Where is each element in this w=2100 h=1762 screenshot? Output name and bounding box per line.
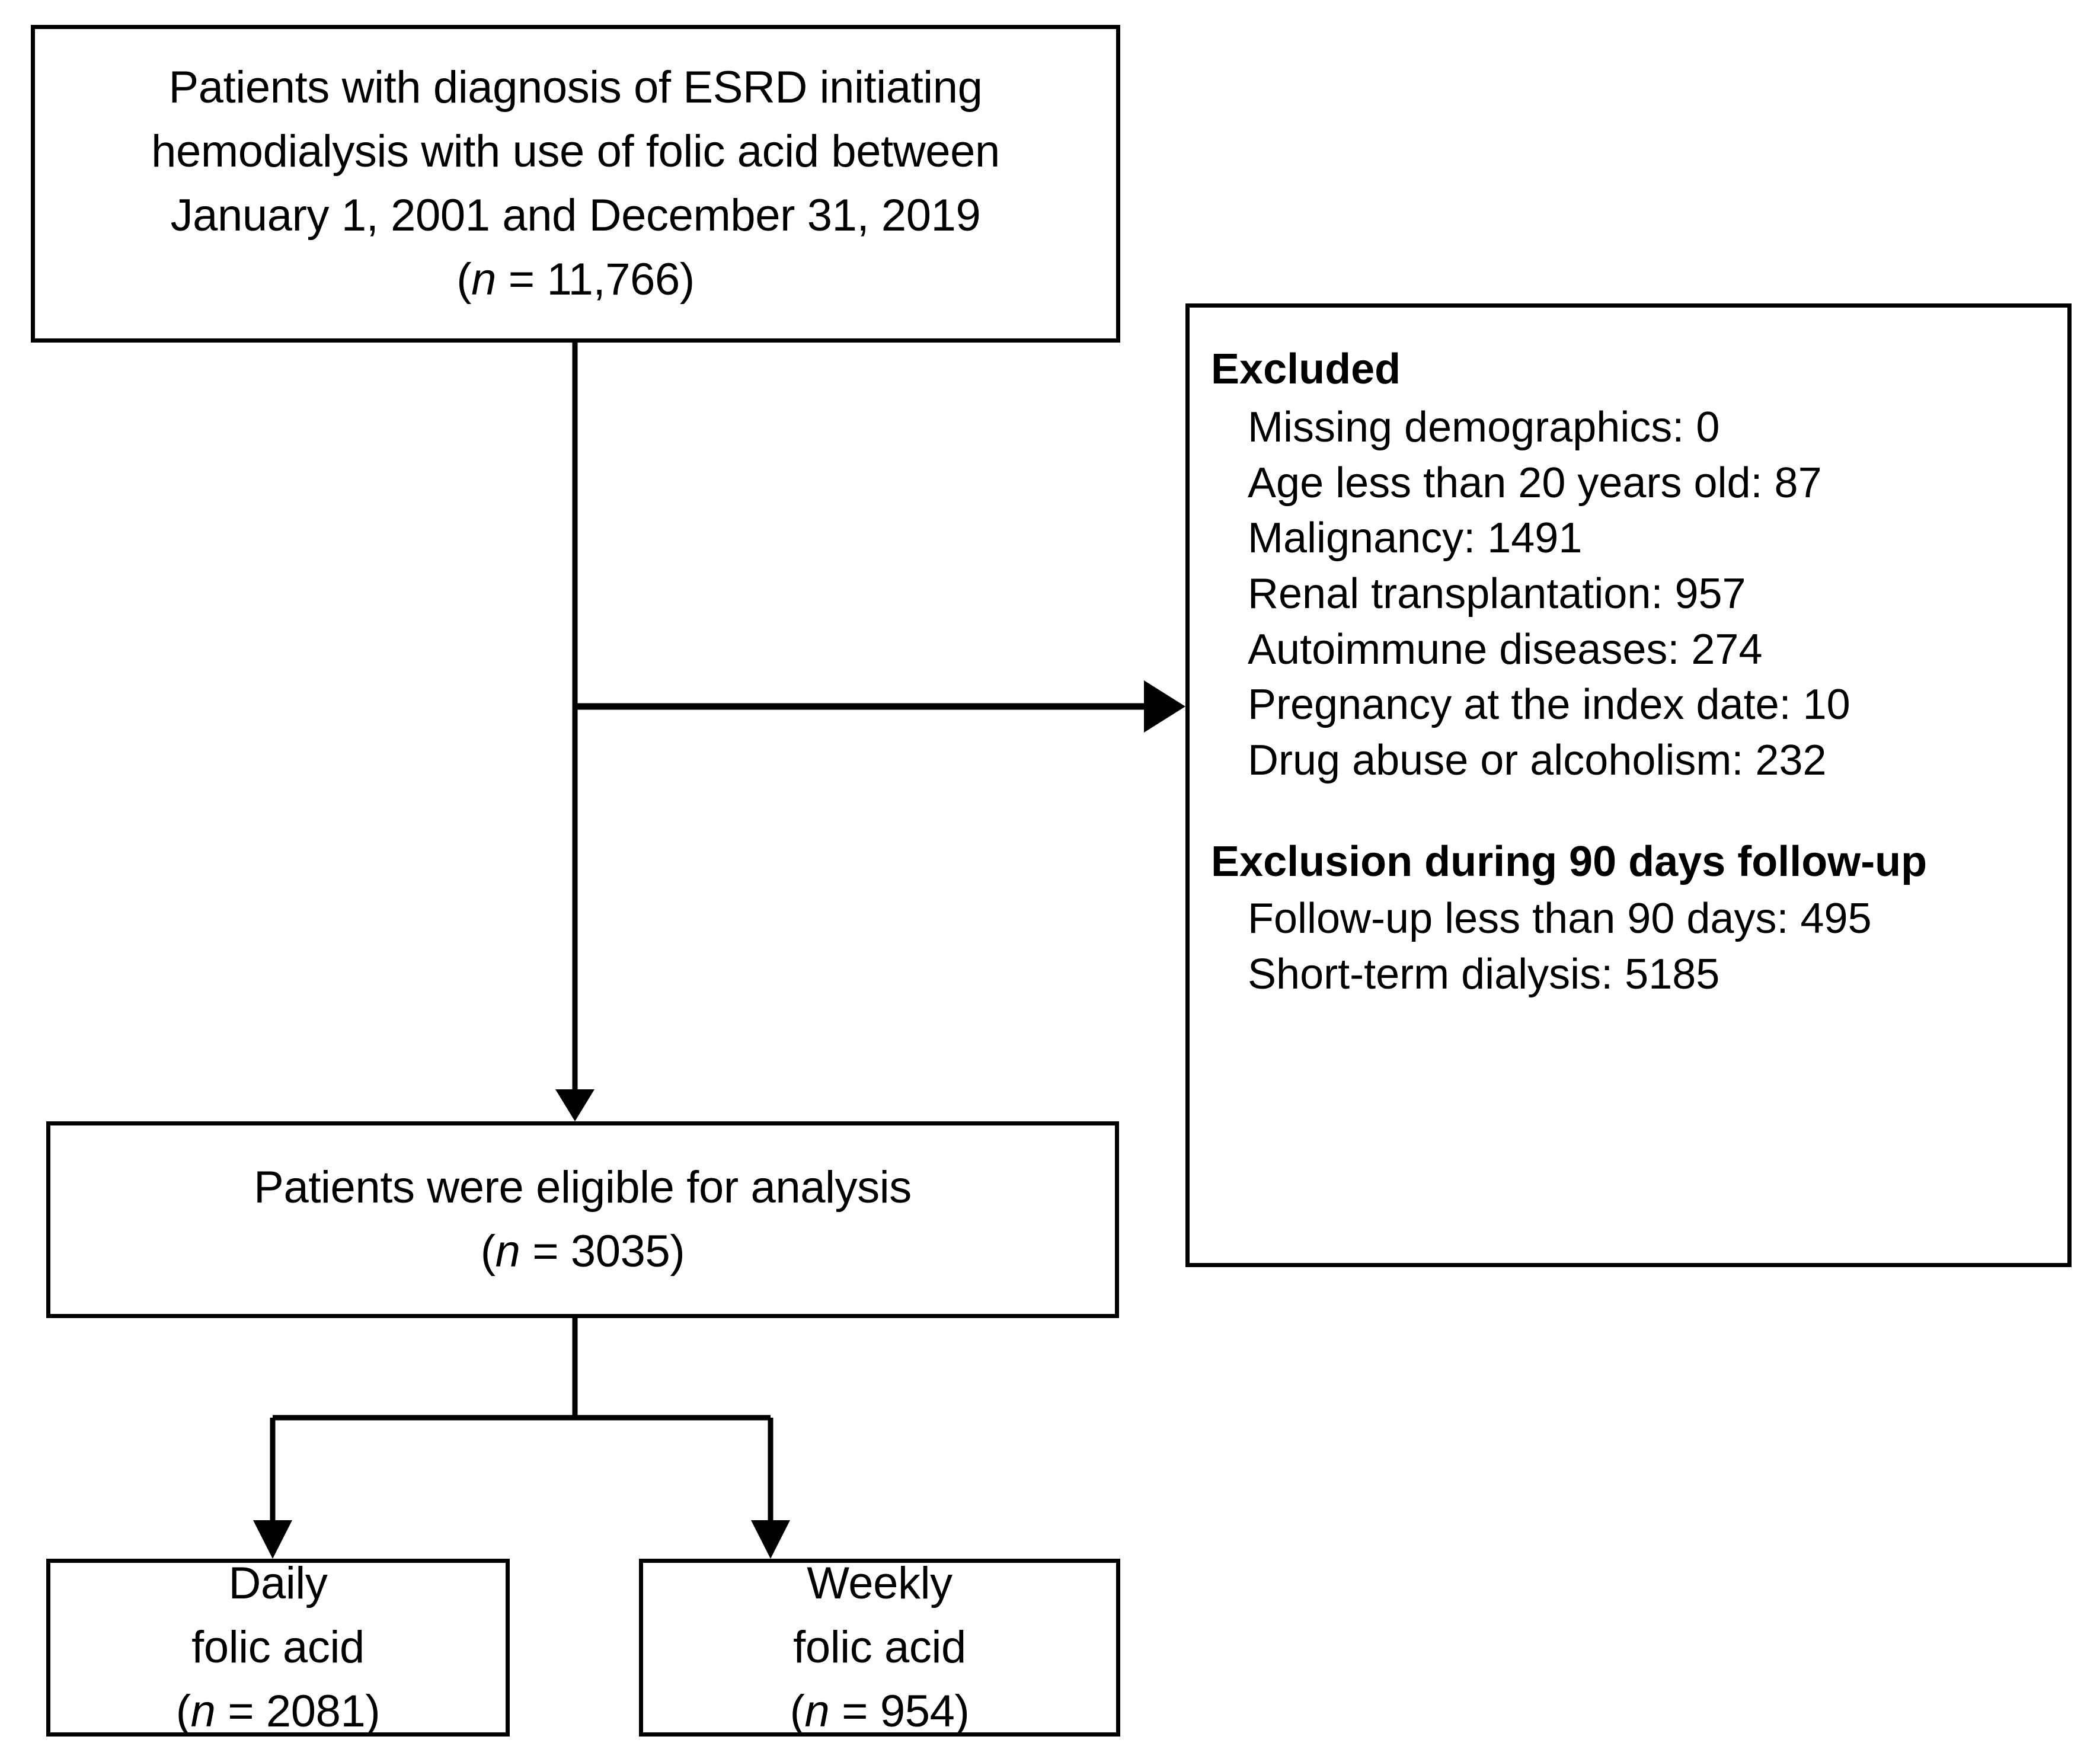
excluded-box: Excluded Missing demographics: 0 Age les… xyxy=(1185,303,2072,1267)
excluded-item-drug-abuse-alcoholism: Drug abuse or alcoholism: 232 xyxy=(1248,736,1827,784)
cohort-n-eq: = xyxy=(496,254,547,305)
weekly-box-line-2: folic acid xyxy=(793,1622,966,1673)
weekly-n-eq: = xyxy=(829,1686,880,1737)
eligible-n-symbol: n xyxy=(495,1226,520,1277)
cohort-box-line-1: Patients with diagnosis of ESRD initiati… xyxy=(168,62,983,113)
excluded-section-spacer xyxy=(1211,788,2044,834)
daily-box-line-1: Daily xyxy=(228,1558,328,1609)
weekly-box-line-1: Weekly xyxy=(807,1558,952,1609)
eligible-n-prefix: ( xyxy=(480,1226,496,1277)
eligible-box-count: (n = 3035) xyxy=(50,1220,1115,1284)
eligible-n-eq: = xyxy=(520,1226,571,1277)
weekly-n-prefix: ( xyxy=(790,1686,805,1737)
eligible-n-suffix: ) xyxy=(670,1226,685,1277)
excluded-item-renal-transplantation: Renal transplantation: 957 xyxy=(1248,570,1746,618)
weekly-folic-acid-box: Weekly folic acid (n = 954) xyxy=(639,1558,1120,1737)
excluded-item-followup-under-90-days: Follow-up less than 90 days: 495 xyxy=(1248,895,1872,943)
cohort-box-count: (n = 11,766) xyxy=(46,248,1105,312)
weekly-n-symbol: n xyxy=(804,1686,830,1737)
weekly-n-suffix: ) xyxy=(954,1686,970,1737)
excluded-item-pregnancy: Pregnancy at the index date: 10 xyxy=(1248,681,1850,729)
daily-n-eq: = xyxy=(215,1686,266,1737)
excluded-item-short-term-dialysis: Short-term dialysis: 5185 xyxy=(1248,951,1720,999)
excluded-item-missing-demographics: Missing demographics: 0 xyxy=(1248,404,1720,452)
cohort-n-value: 11,766 xyxy=(546,254,680,305)
cohort-box-line-2: hemodialysis with use of folic acid betw… xyxy=(151,126,1000,177)
eligible-box: Patients were eligible for analysis (n =… xyxy=(46,1121,1119,1318)
arrowhead-into-excluded-box xyxy=(1144,680,1185,733)
excluded-item-malignancy: Malignancy: 1491 xyxy=(1248,514,1583,562)
cohort-box: Patients with diagnosis of ESRD initiati… xyxy=(31,25,1120,343)
cohort-n-suffix: ) xyxy=(679,254,695,305)
eligible-box-line-1: Patients were eligible for analysis xyxy=(254,1162,912,1213)
daily-box-count: (n = 2081) xyxy=(50,1680,506,1744)
daily-folic-acid-box: Daily folic acid (n = 2081) xyxy=(46,1558,510,1737)
eligible-n-value: 3035 xyxy=(570,1226,670,1277)
cohort-n-prefix: ( xyxy=(456,254,472,305)
weekly-n-value: 954 xyxy=(880,1686,955,1737)
daily-n-symbol: n xyxy=(190,1686,216,1737)
excluded-heading: Excluded xyxy=(1211,346,1401,393)
arrowhead-into-eligible-box xyxy=(555,1089,594,1121)
weekly-box-count: (n = 954) xyxy=(643,1680,1116,1744)
excluded-item-age-under-20: Age less than 20 years old: 87 xyxy=(1248,459,1822,507)
excluded-item-autoimmune-diseases: Autoimmune diseases: 274 xyxy=(1248,625,1763,673)
daily-box-line-2: folic acid xyxy=(191,1622,365,1673)
cohort-box-line-3: January 1, 2001 and December 31, 2019 xyxy=(170,190,981,241)
daily-n-suffix: ) xyxy=(365,1686,381,1737)
excluded-heading-followup: Exclusion during 90 days follow-up xyxy=(1211,838,1928,886)
daily-n-prefix: ( xyxy=(175,1686,191,1737)
cohort-n-symbol: n xyxy=(471,254,497,305)
daily-n-value: 2081 xyxy=(266,1686,366,1737)
